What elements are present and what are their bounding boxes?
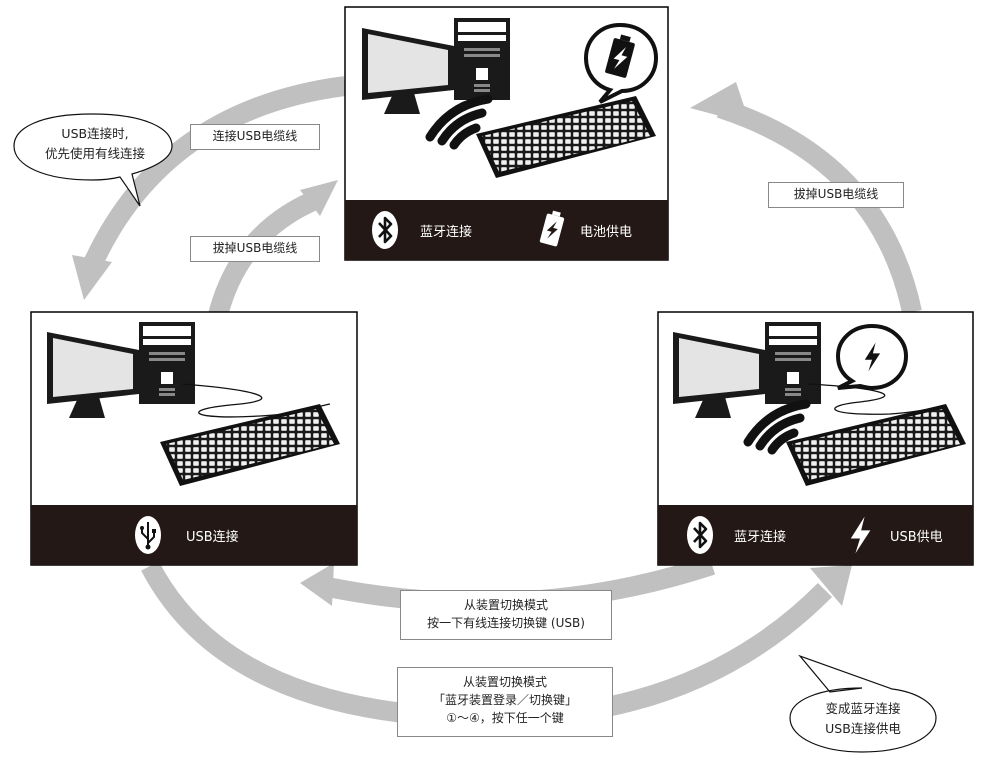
panel-left-mode-label: USB连接 [186, 530, 239, 545]
bluetooth-icon [370, 209, 400, 251]
speech-bubble-right [789, 654, 937, 753]
switch-bt-line3: ①～④，按下任一个键 [446, 711, 564, 725]
switch-usb-line2: 按一下有线连接切换键 (USB) [427, 616, 585, 630]
bubble-left-text: USB连接时, 优先使用有线连接 [20, 124, 170, 164]
panel-top-power-label: 电池供电 [580, 225, 633, 240]
bubble-right-line1: 变成蓝牙连接 [825, 701, 901, 716]
panel-top-status-bar [345, 200, 668, 260]
arrow-heads [72, 82, 852, 606]
panel-right-mode-label: 蓝牙连接 [734, 530, 787, 545]
panel-left-status-bar [31, 505, 357, 565]
switch-bluetooth-label: 从装置切换模式 「蓝牙装置登录／切换键」 ①～④，按下任一个键 [397, 667, 613, 737]
switch-bt-line2: 「蓝牙装置登录／切换键」 [432, 693, 577, 707]
speech-bubble-left [13, 113, 173, 207]
panel-top [344, 6, 669, 261]
connect-cable-label: 连接USB电缆线 [190, 124, 320, 150]
battery-icon [539, 210, 565, 247]
panel-right [657, 311, 974, 566]
bluetooth-icon [685, 514, 715, 556]
lightning-bubble-icon [835, 323, 909, 391]
arrow-top-to-left [80, 76, 347, 275]
switch-usb-label: 从装置切换模式 按一下有线连接切换键 (USB) [400, 590, 612, 640]
panel-left [30, 311, 358, 566]
bubble-right-text: 变成蓝牙连接 USB连接供电 [792, 699, 934, 739]
switch-bt-line1: 从装置切换模式 [462, 675, 547, 689]
arrow-right-to-top [716, 98, 922, 315]
usb-icon [135, 516, 161, 554]
unplug-cable-label-left: 拔掉USB电缆线 [190, 236, 320, 262]
switch-usb-line1: 从装置切换模式 [463, 598, 548, 612]
panel-right-power-label: USB供电 [890, 530, 943, 545]
battery-bubble-icon [583, 22, 659, 104]
unplug-cable-label-right: 拔掉USB电缆线 [768, 182, 904, 208]
bubble-left-line2: 优先使用有线连接 [44, 146, 145, 161]
panel-top-mode-label: 蓝牙连接 [420, 225, 473, 240]
bubble-right-line2: USB连接供电 [825, 721, 901, 736]
bubble-left-line1: USB连接时, [61, 126, 129, 141]
